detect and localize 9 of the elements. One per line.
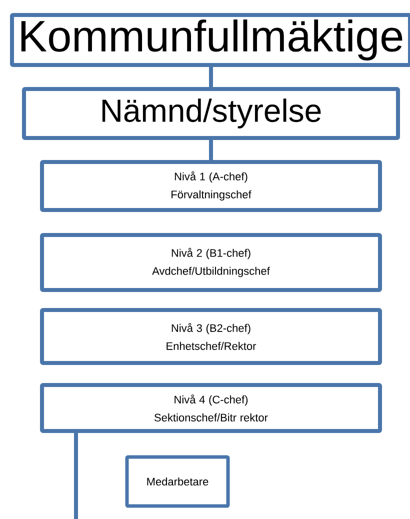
connector-line (209, 67, 213, 87)
org-box: Medarbetare (125, 455, 230, 508)
org-box: Nivå 4 (C-chef) Sektionschef/Bitr rektor (40, 383, 382, 433)
title-box: Nämnd/styrelse (22, 87, 400, 140)
title-box: Kommunfullmäktige (10, 13, 410, 67)
org-box: Nivå 1 (A-chef) Förvaltningschef (40, 160, 382, 212)
connector-line (209, 140, 213, 160)
org-box: Nivå 2 (B1-chef) Avdchef/Utbildningschef (40, 233, 382, 292)
org-box: Nivå 3 (B2-chef) Enhetschef/Rektor (40, 308, 382, 365)
